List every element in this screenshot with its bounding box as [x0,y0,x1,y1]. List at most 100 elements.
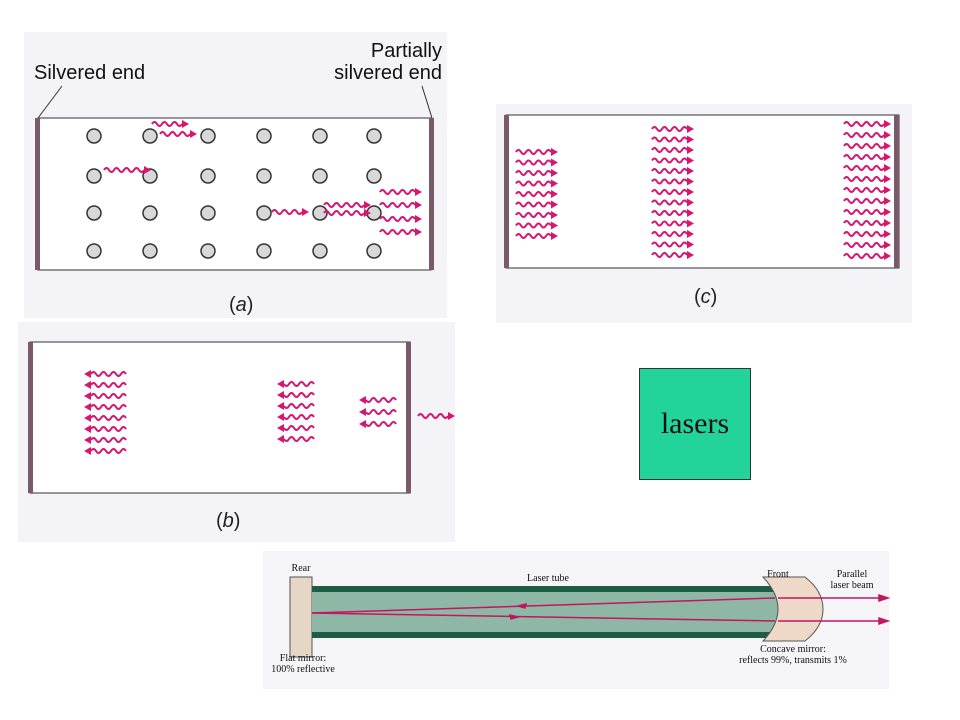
photon-wave [90,393,127,399]
photon-arrowhead [687,209,694,217]
photon-arrowhead [687,251,694,259]
tube-top-wall [312,586,782,592]
atom [256,243,272,259]
silvered-mirror-left [35,118,40,270]
photon-arrowhead [687,188,694,196]
photon-arrowhead [415,228,422,236]
photon-wave [271,209,303,215]
photon-arrowhead [884,153,891,161]
photon-wave [843,143,885,149]
photon-arrowhead [277,380,284,388]
arrow-mid-upper [515,602,528,609]
photon-wave [843,242,885,248]
tube-interior [312,592,782,632]
panel-a-atoms-emission: Silvered end Partially silvered end (a) [24,32,447,318]
photon-arrowhead [84,425,91,433]
mirror-left [504,115,509,268]
atom [256,128,272,144]
photon-arrowhead [551,221,558,230]
photon-arrowhead [190,130,197,138]
photon-arrowhead [687,177,694,186]
photon-wave [843,132,885,138]
flat-mirror-label-line2: 100% reflective [271,664,335,675]
panel-c-beam-buildup: (c) [496,104,912,323]
photon-wave [515,201,552,208]
photon-arrowhead [277,413,284,421]
photon-arrowhead [364,209,371,217]
photon-arrowhead [277,391,284,399]
photon-arrowhead [551,148,558,156]
silvered-end-label: Silvered end [34,62,146,84]
atom [142,205,158,221]
lasers-title-box: lasers [639,368,751,480]
panel-c-svg [504,114,900,269]
atom-grid [86,128,382,259]
atom [200,205,216,221]
photon-wave [843,165,885,171]
photon-arrowhead [84,414,91,422]
photon-wave [651,178,688,185]
photon-arrowhead [277,424,284,432]
photon-wave [515,233,552,239]
photon-wave [323,210,365,216]
photon-group [515,120,891,260]
atom [366,168,382,184]
photon-wave [90,426,127,432]
photon-wave [379,216,416,222]
photon-arrowhead [687,240,694,249]
parallel-beam-label-line1: Parallel [836,569,868,580]
photon-wave [365,421,397,427]
photon-wave [417,413,449,419]
photon-wave [651,157,688,164]
photon-wave [651,136,688,143]
caption-b: (b) [216,510,241,532]
silvered-end-leader [37,85,63,119]
photon-arrowhead [884,197,891,205]
photon-wave [151,121,183,127]
photon-arrowhead [884,142,891,150]
caption-a: (a) [229,294,254,316]
photon-arrowhead [448,412,455,420]
photon-wave [283,436,315,442]
photon-arrowhead [144,166,151,174]
photon-arrowhead [84,381,91,389]
atom [256,168,272,184]
atom [86,243,102,259]
photon-wave [365,397,397,403]
photon-arrowhead [415,215,422,223]
panel-b-reflection: (b) [18,322,455,542]
partial-end-label-line1: Partially [370,40,442,62]
photon-wave [379,229,416,235]
arrow-out-upper [878,593,891,603]
photon-wave [515,191,552,197]
photon-wave [843,231,885,237]
laser-tube-diagram: Rear Laser tube Front Parallel laser bea… [263,551,891,689]
photon-arrowhead [687,230,694,238]
photon-wave [515,180,552,187]
atom [200,243,216,259]
photon-arrowhead [364,201,371,209]
photon-arrowhead [884,186,891,194]
concave-mirror-label-line2: reflects 99%, transmits 1% [739,655,847,666]
atom [366,128,382,144]
photon-arrowhead [551,211,558,219]
photon-wave [843,187,885,193]
photon-arrowhead [84,370,91,378]
photon-wave [651,189,688,195]
photon-wave [515,222,552,229]
photon-wave [90,382,127,388]
photon-wave [283,425,315,431]
photon-arrowhead [551,179,558,188]
photon-arrowhead [359,396,366,404]
photon-arrowhead [551,190,558,198]
photon-arrowhead [884,175,891,183]
laser-cavity [505,114,900,269]
photon-arrowhead [277,402,284,410]
atom [86,128,102,144]
photon-arrowhead [884,120,891,128]
photon-arrowhead [551,169,558,177]
photon-arrowhead [182,120,189,128]
atom [312,205,328,221]
atom [366,243,382,259]
photon-arrowhead [302,208,309,216]
